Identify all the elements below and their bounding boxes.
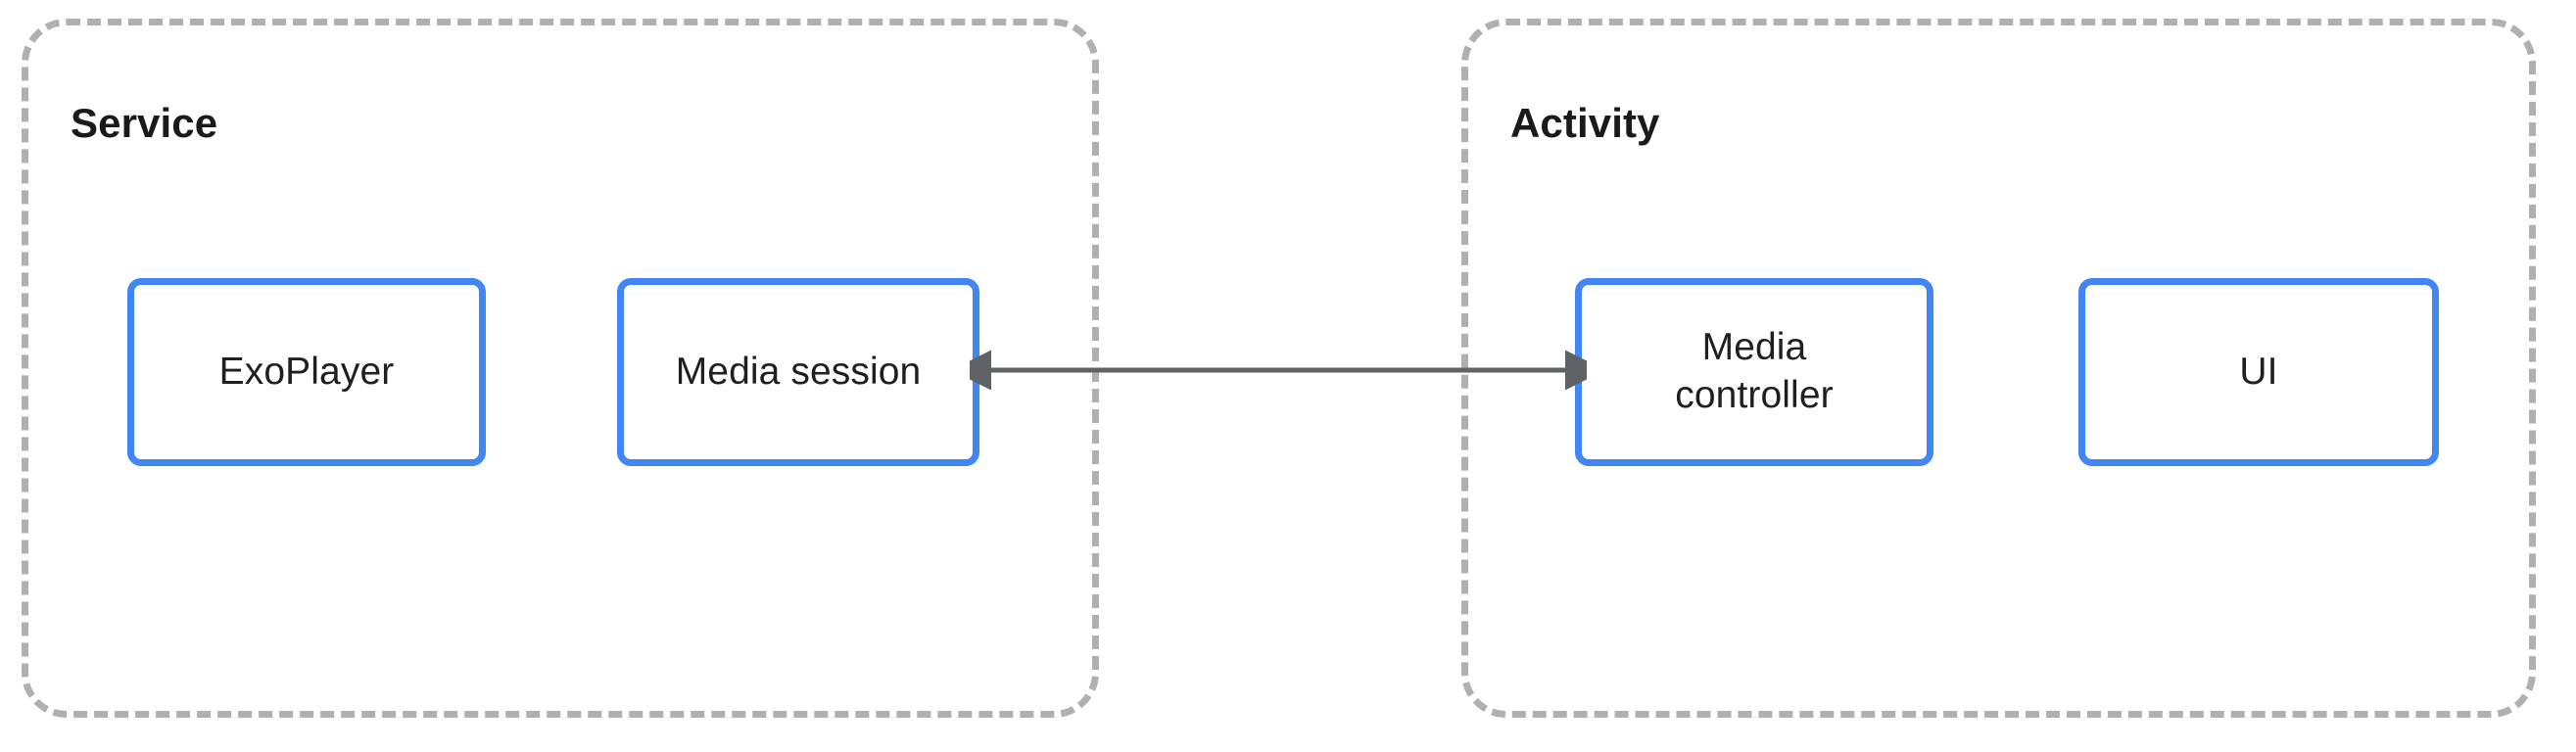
node-media-session-label: Media session xyxy=(675,350,922,393)
node-exoplayer-label: ExoPlayer xyxy=(218,350,395,393)
node-exoplayer[interactable]: ExoPlayer xyxy=(127,278,486,466)
node-media-controller[interactable]: Media controller xyxy=(1575,278,1933,466)
node-ui[interactable]: UI xyxy=(2078,278,2439,466)
node-media-session[interactable]: Media session xyxy=(617,278,979,466)
group-activity-label: Activity xyxy=(1510,100,1660,146)
group-service-label: Service xyxy=(71,100,218,146)
node-media-controller-label: Media controller xyxy=(1675,326,1834,416)
node-ui-label: UI xyxy=(2239,350,2278,393)
